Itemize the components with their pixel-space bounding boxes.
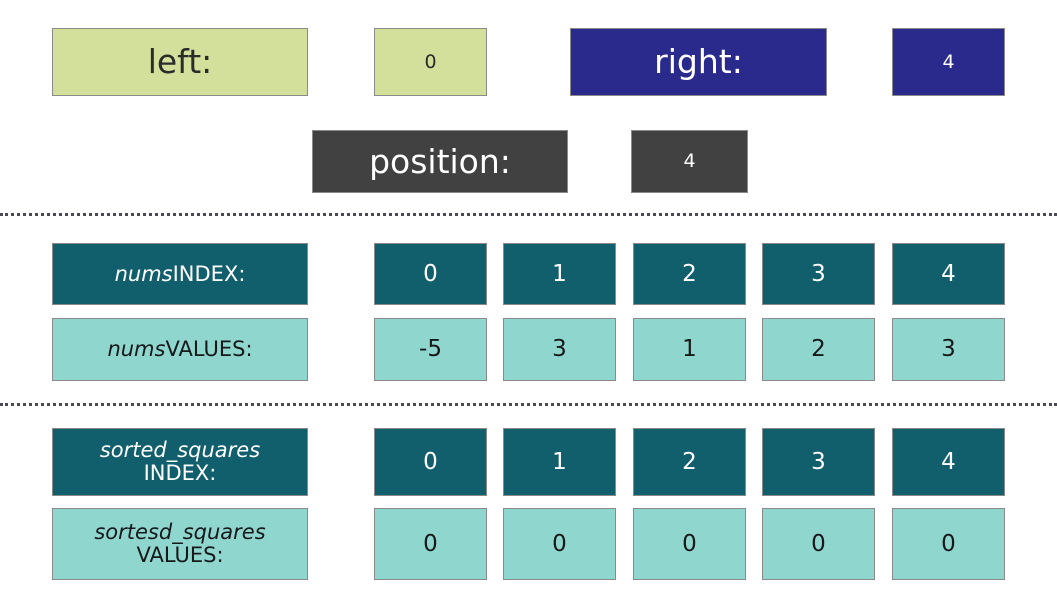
sorted-squares-value-cell: 0: [503, 508, 616, 580]
nums-values-row-label: nums VALUES:: [52, 318, 308, 381]
sorted-squares-index-cell: 1: [503, 428, 616, 496]
nums-index-cell: 0: [374, 243, 487, 305]
sorted-squares-values-label-text: VALUES:: [136, 543, 224, 567]
left-pointer-label: left:: [52, 28, 308, 96]
nums-value-cell: 3: [503, 318, 616, 381]
sorted-squares-index-label-varname: sorted_squares: [99, 438, 261, 463]
sorted-squares-value-cell: 0: [633, 508, 746, 580]
sorted-squares-values-label-varname: sortesd_squares: [94, 520, 266, 545]
nums-value-cell: -5: [374, 318, 487, 381]
nums-index-row-label: nums INDEX:: [52, 243, 308, 305]
sorted-squares-index-cell: 4: [892, 428, 1005, 496]
nums-index-label-varname: nums: [114, 261, 173, 286]
nums-index-cell: 1: [503, 243, 616, 305]
left-pointer-value: 0: [374, 28, 487, 96]
right-pointer-label: right:: [570, 28, 827, 96]
section-divider-bottom: [0, 403, 1057, 406]
sorted-squares-index-cell: 3: [762, 428, 875, 496]
section-divider-top: [0, 213, 1057, 216]
sorted-squares-index-cell: 2: [633, 428, 746, 496]
nums-index-cell: 4: [892, 243, 1005, 305]
sorted-squares-value-cell: 0: [762, 508, 875, 580]
nums-value-cell: 1: [633, 318, 746, 381]
position-value: 4: [631, 130, 748, 193]
sorted-squares-index-label-text: INDEX:: [143, 461, 217, 485]
nums-index-label-text: INDEX:: [172, 261, 246, 286]
right-pointer-value: 4: [892, 28, 1005, 96]
nums-values-label-varname: nums: [107, 337, 166, 362]
sorted-squares-value-cell: 0: [892, 508, 1005, 580]
nums-index-cell: 3: [762, 243, 875, 305]
sorted-squares-index-cell: 0: [374, 428, 487, 496]
nums-value-cell: 3: [892, 318, 1005, 381]
nums-value-cell: 2: [762, 318, 875, 381]
nums-index-cell: 2: [633, 243, 746, 305]
sorted-squares-value-cell: 0: [374, 508, 487, 580]
nums-values-label-text: VALUES:: [165, 337, 253, 362]
position-label: position:: [312, 130, 568, 193]
